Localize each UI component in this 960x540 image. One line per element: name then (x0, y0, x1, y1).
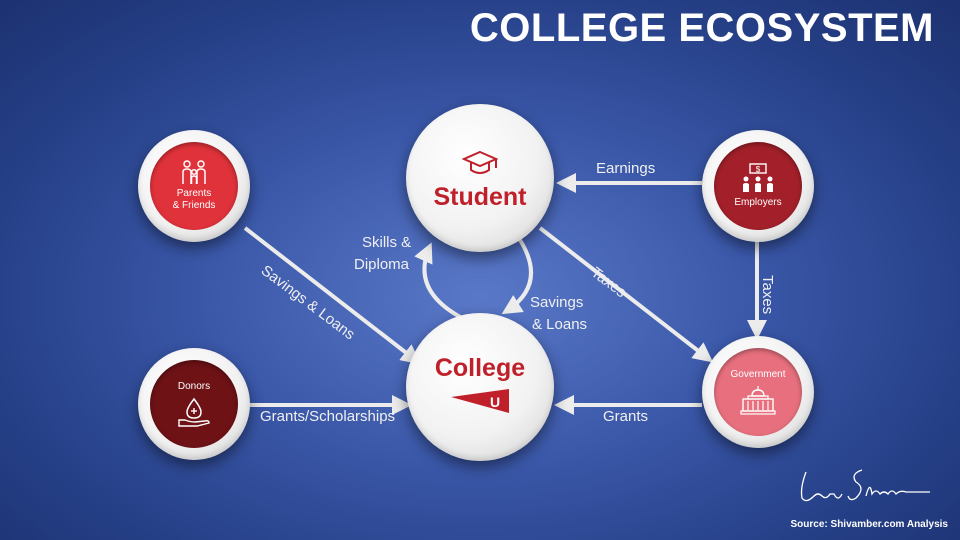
pennant-u-icon: U (451, 388, 509, 413)
edge-label-skills-line2: Diploma (354, 256, 410, 273)
donors-node: Donors (138, 348, 250, 460)
source-note: Source: Shivamber.com Analysis (790, 519, 948, 530)
svg-text:$: $ (756, 165, 761, 174)
workers-money-icon: $ (743, 163, 773, 192)
employers-node: $ Employers (702, 130, 814, 242)
student-node: Student (406, 104, 554, 252)
pennant-letter: U (490, 394, 500, 410)
edge-label-grants: Grants (603, 408, 649, 425)
student-label: Student (433, 182, 527, 211)
graduation-cap-icon (462, 150, 498, 174)
signature-image (800, 469, 930, 502)
donors-label: Donors (177, 381, 211, 392)
page-title: COLLEGE ECOSYSTEM (469, 6, 934, 50)
government-node: Government (702, 336, 814, 448)
edge-student-college (501, 238, 534, 315)
edge-student-government (538, 226, 714, 363)
edge-label-savings-student-line2: & Loans (532, 316, 588, 333)
parents-node: Parents & Friends (138, 130, 250, 242)
college-label: College (434, 353, 526, 382)
college-node: College U (406, 313, 554, 461)
parents-label-line2: & Friends (172, 200, 216, 211)
government-label: Government (730, 369, 786, 380)
edge-label-skills-line1: Skills & (362, 234, 412, 251)
edge-label-taxes-employers: Taxes (759, 275, 776, 315)
donation-hand-icon (178, 397, 210, 427)
edge-label-grants-scholarships: Grants/Scholarships (260, 408, 396, 425)
edge-parents-college (243, 226, 422, 365)
parents-label-line1: Parents (176, 188, 212, 199)
employers-label: Employers (734, 197, 782, 208)
family-icon (182, 160, 206, 184)
edge-college-student (414, 242, 463, 320)
edge-label-savings-student-line1: Savings (530, 294, 584, 311)
edge-label-earnings: Earnings (596, 160, 656, 177)
capitol-building-icon (740, 386, 776, 415)
